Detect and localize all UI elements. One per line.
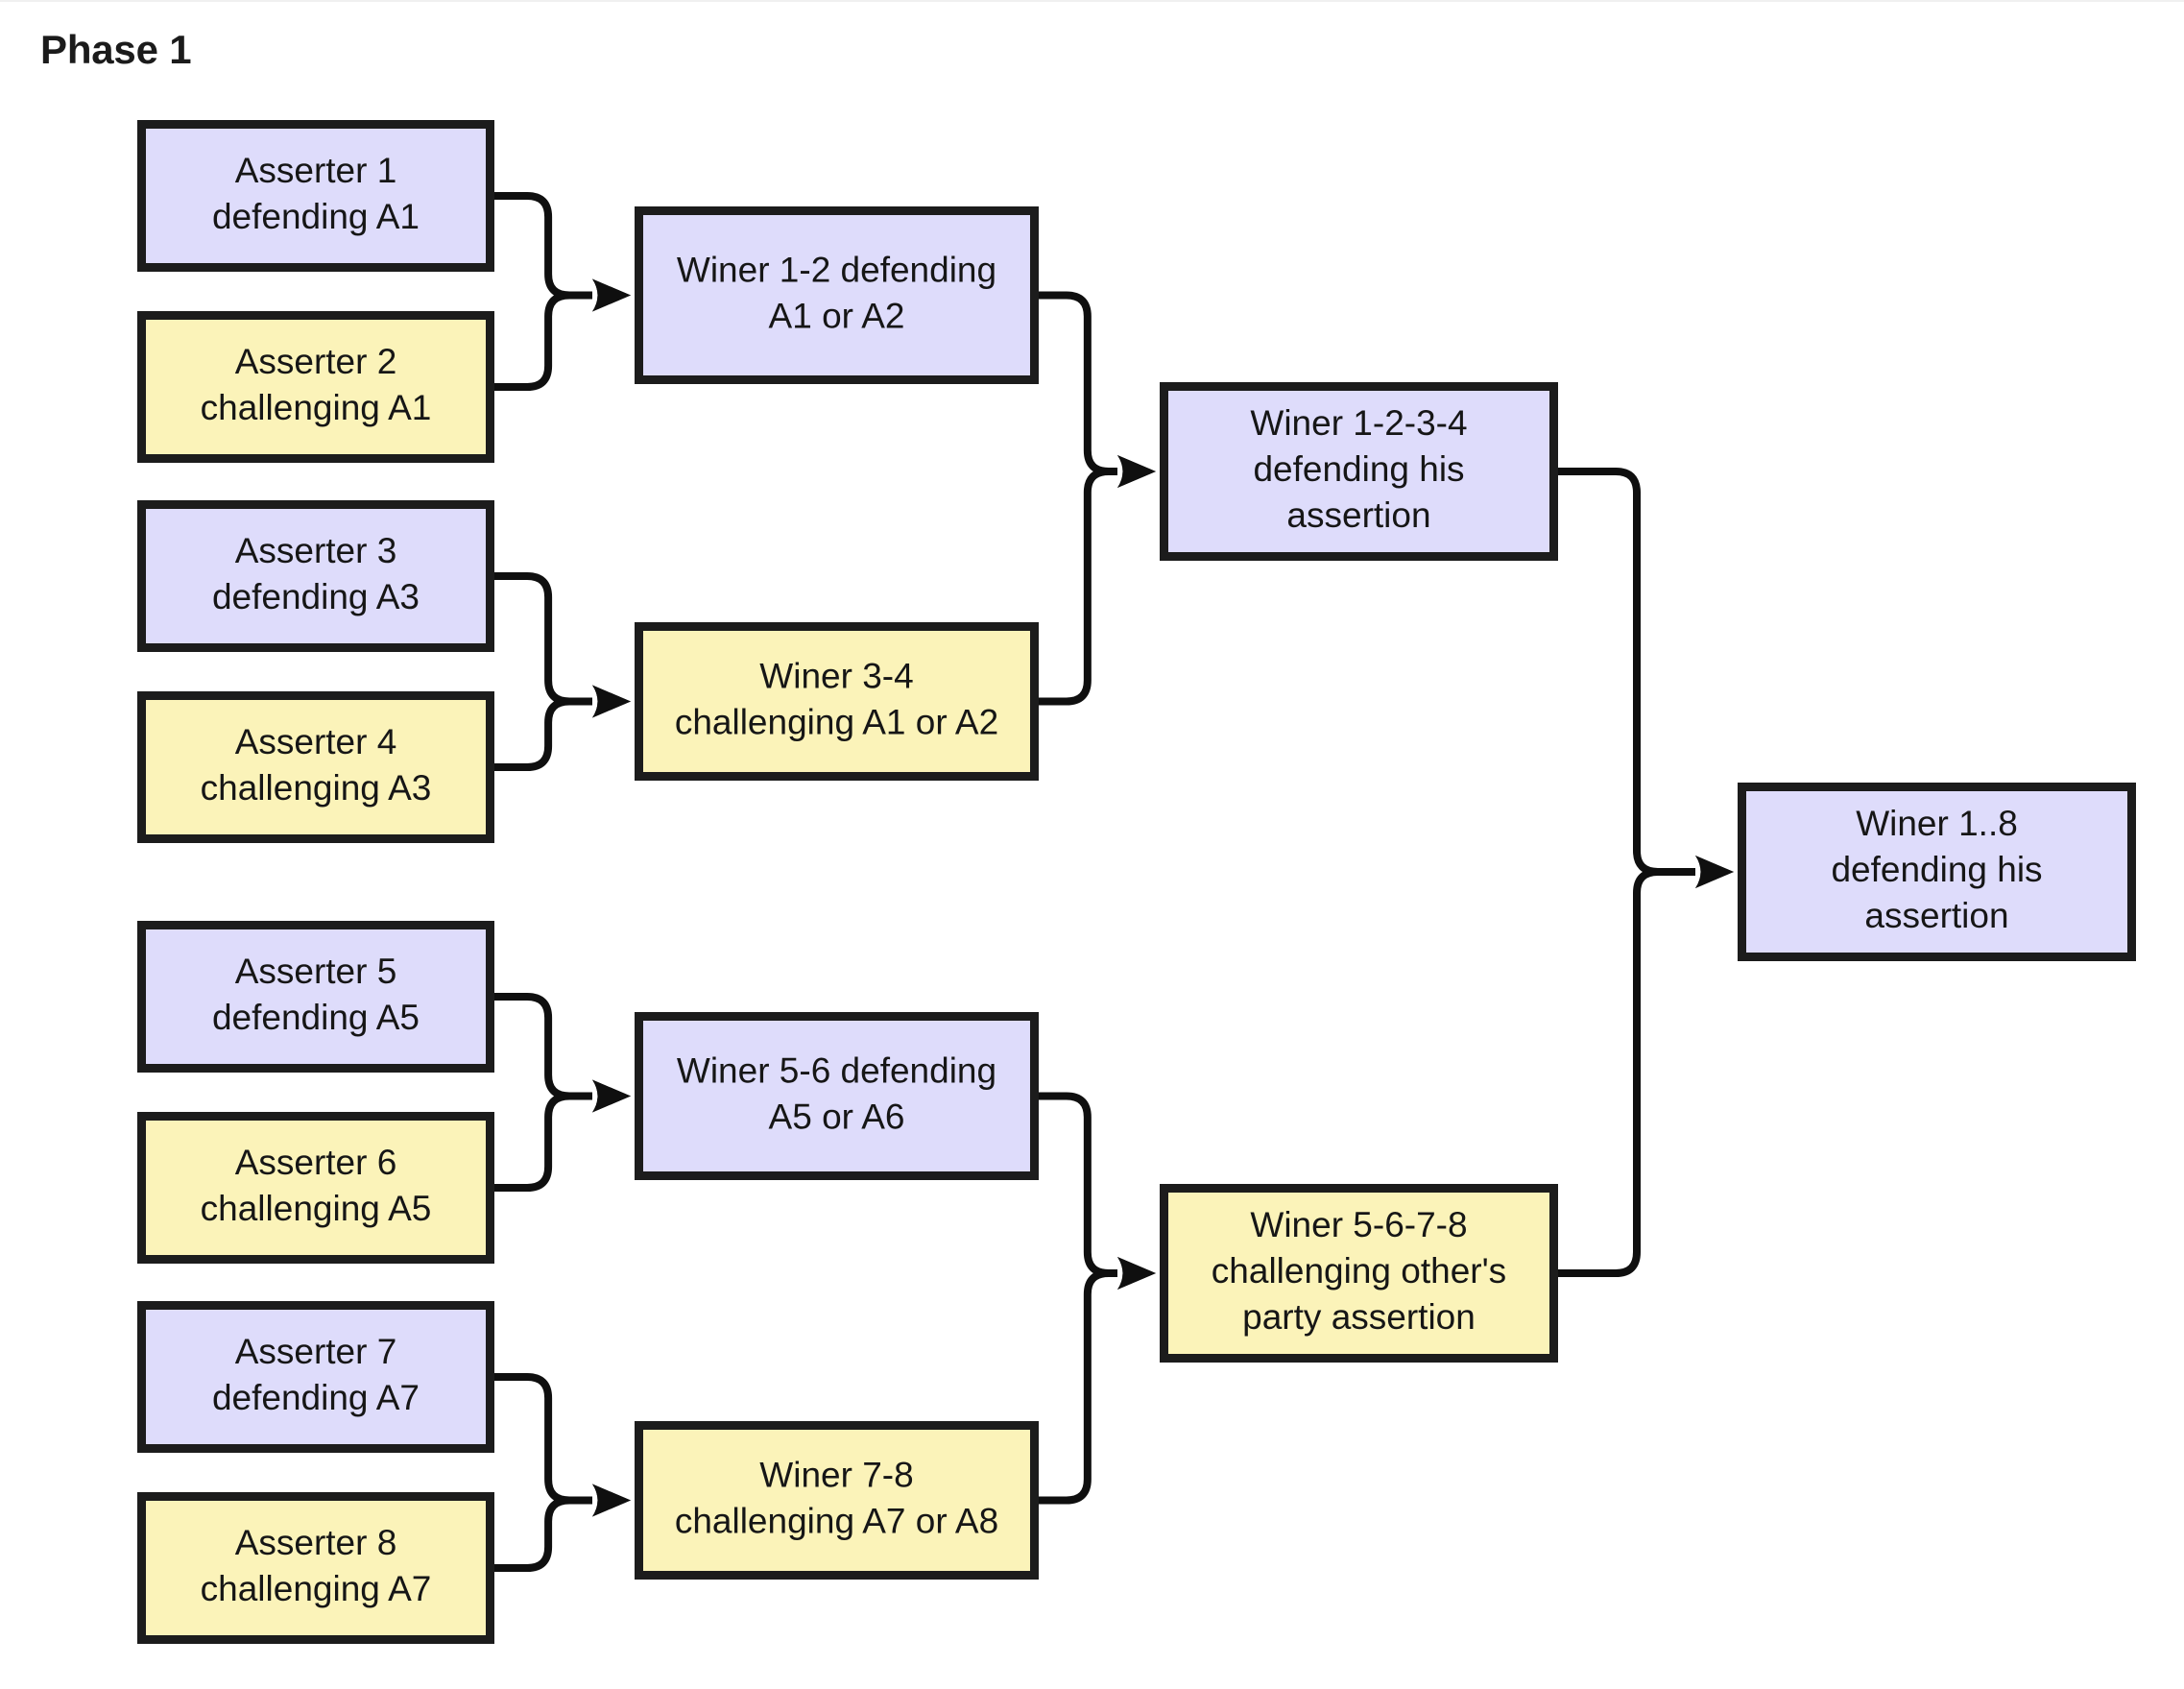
node-box bbox=[137, 500, 494, 652]
node-a4[interactable]: Asserter 4 challenging A3 bbox=[137, 691, 494, 843]
node-box bbox=[635, 206, 1039, 384]
edge-a6-to-w56 bbox=[494, 1079, 631, 1192]
node-a3[interactable]: Asserter 3 defending A3 bbox=[137, 500, 494, 652]
node-w78[interactable]: Winer 7-8 challenging A7 or A8 bbox=[635, 1421, 1039, 1580]
node-label-line: assertion bbox=[1864, 896, 2008, 935]
node-a8[interactable]: Asserter 8 challenging A7 bbox=[137, 1492, 494, 1644]
node-label-line: Asserter 6 bbox=[235, 1143, 397, 1182]
node-label-line: A1 or A2 bbox=[769, 296, 905, 335]
node-label-line: Winer 1-2 defending bbox=[677, 250, 996, 289]
node-label-line: Asserter 3 bbox=[235, 531, 397, 570]
edge-w56-to-w5678 bbox=[1039, 1092, 1156, 1290]
node-label-line: challenging other's bbox=[1212, 1251, 1506, 1291]
node-box bbox=[137, 311, 494, 463]
node-label-line: Winer 1-2-3-4 bbox=[1250, 403, 1467, 443]
node-box bbox=[137, 1492, 494, 1644]
node-label-line: Winer 7-8 bbox=[759, 1455, 913, 1494]
node-label-line: challenging A1 or A2 bbox=[675, 702, 998, 741]
node-box bbox=[137, 120, 494, 272]
node-label-line: defending A7 bbox=[212, 1378, 420, 1417]
node-label-line: defending his bbox=[1253, 449, 1464, 489]
node-w12[interactable]: Winer 1-2 defending A1 or A2 bbox=[635, 206, 1039, 384]
node-label-line: Asserter 4 bbox=[235, 722, 397, 761]
node-label-line: challenging A7 or A8 bbox=[675, 1501, 998, 1540]
node-label-line: Asserter 5 bbox=[235, 952, 397, 991]
node-label-line: Asserter 1 bbox=[235, 151, 397, 190]
node-label-line: challenging A1 bbox=[201, 388, 432, 427]
edge-a2-to-w12 bbox=[494, 278, 631, 391]
edge-a4-to-w34 bbox=[494, 685, 631, 771]
edge-w1234-to-w18 bbox=[1558, 468, 1734, 888]
node-label-line: party assertion bbox=[1242, 1297, 1476, 1337]
node-label-line: Winer 1..8 bbox=[1856, 804, 2018, 843]
node-label-line: Asserter 2 bbox=[235, 342, 397, 381]
node-label-line: defending A3 bbox=[212, 577, 420, 616]
edge-w5678-to-w18 bbox=[1558, 856, 1734, 1277]
edges-layer bbox=[494, 192, 1734, 1572]
nodes-layer: Asserter 1 defending A1 Asserter 2 challeng… bbox=[137, 120, 2136, 1644]
node-w34[interactable]: Winer 3-4 challenging A1 or A2 bbox=[635, 622, 1039, 781]
node-label-line: Asserter 7 bbox=[235, 1332, 397, 1371]
node-label-line: Asserter 8 bbox=[235, 1523, 397, 1562]
node-label-line: defending his bbox=[1831, 850, 2042, 889]
node-label-line: assertion bbox=[1286, 495, 1430, 535]
node-a7[interactable]: Asserter 7 defending A7 bbox=[137, 1301, 494, 1453]
node-label-line: challenging A7 bbox=[201, 1569, 432, 1608]
node-w18[interactable]: Winer 1..8 defending his assertion bbox=[1738, 783, 2136, 961]
node-label-line: challenging A3 bbox=[201, 768, 432, 808]
node-box bbox=[137, 1112, 494, 1264]
edge-w34-to-w1234 bbox=[1039, 455, 1156, 706]
node-box bbox=[137, 921, 494, 1073]
edge-a8-to-w78 bbox=[494, 1484, 631, 1572]
node-w56[interactable]: Winer 5-6 defending A5 or A6 bbox=[635, 1012, 1039, 1180]
node-box bbox=[635, 622, 1039, 781]
edge-w78-to-w5678 bbox=[1039, 1257, 1156, 1505]
node-w1234[interactable]: Winer 1-2-3-4 defending his assertion bbox=[1160, 382, 1558, 561]
page-title: Phase 1 bbox=[40, 27, 192, 72]
node-box bbox=[1738, 783, 2136, 961]
node-box bbox=[1160, 382, 1558, 561]
node-label-line: defending A5 bbox=[212, 998, 420, 1037]
node-box bbox=[137, 691, 494, 843]
node-a2[interactable]: Asserter 2 challenging A1 bbox=[137, 311, 494, 463]
node-box bbox=[137, 1301, 494, 1453]
node-a6[interactable]: Asserter 6 challenging A5 bbox=[137, 1112, 494, 1264]
node-a5[interactable]: Asserter 5 defending A5 bbox=[137, 921, 494, 1073]
node-w5678[interactable]: Winer 5-6-7-8 challenging other's party as… bbox=[1160, 1184, 1558, 1363]
edge-w12-to-w1234 bbox=[1039, 291, 1156, 488]
node-label-line: A5 or A6 bbox=[769, 1097, 905, 1136]
node-label-line: challenging A5 bbox=[201, 1189, 432, 1228]
node-box bbox=[1160, 1184, 1558, 1363]
node-box bbox=[635, 1421, 1039, 1580]
node-a1[interactable]: Asserter 1 defending A1 bbox=[137, 120, 494, 272]
node-label-line: Winer 5-6-7-8 bbox=[1250, 1205, 1467, 1244]
node-box bbox=[635, 1012, 1039, 1180]
node-label-line: defending A1 bbox=[212, 197, 420, 236]
node-label-line: Winer 5-6 defending bbox=[677, 1050, 996, 1090]
node-label-line: Winer 3-4 bbox=[759, 656, 913, 695]
